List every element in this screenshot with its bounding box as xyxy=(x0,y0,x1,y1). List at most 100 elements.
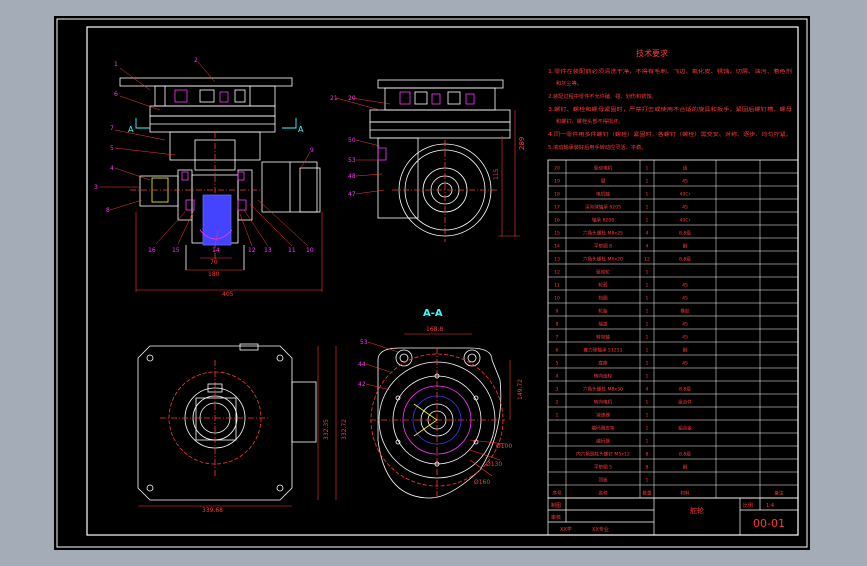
bom-cell-name: 轮胎 xyxy=(598,307,608,314)
balloon-sec-42: 42 xyxy=(358,381,366,388)
bom-cell-name: 转向电机 xyxy=(594,398,613,405)
dim-180: 180 xyxy=(208,271,220,278)
tech-req-line-1: 1.零件在装配前必须清洗干净，不得有毛刺、飞边、氧化皮、锈蚀、切屑、油污、着色剂 xyxy=(548,67,792,75)
bom-cell-name: 深沟球轴承 6205 xyxy=(585,203,621,210)
bom-cell-material: 钢 xyxy=(683,463,688,470)
top-view xyxy=(137,343,317,501)
dim-405: 405 xyxy=(222,291,234,298)
title-major: XX专业 xyxy=(592,526,609,533)
bom-cell-name: 推力球轴承 51211 xyxy=(583,346,622,353)
section-arrows xyxy=(135,118,297,129)
bom-cell-name: 转向轴 xyxy=(596,333,610,340)
bom-cell-qty: 1 xyxy=(646,334,649,340)
balloon-side-48: 48 xyxy=(348,173,356,180)
bom-cell-qty: 1 xyxy=(646,178,649,184)
side-dimensions xyxy=(498,110,520,237)
bom-cell-no: 9 xyxy=(556,308,559,314)
bom-cell-no: 1 xyxy=(556,412,559,418)
bom-cell-no: 7 xyxy=(556,334,559,340)
bom-cell-no: 2 xyxy=(556,399,559,405)
sheet-border-outer xyxy=(56,18,808,548)
bom-cell-qty: 1 xyxy=(646,269,649,275)
bom-cell-qty: 1 xyxy=(646,204,649,210)
bom-cell-material: 铝合金 xyxy=(678,424,692,431)
bom-cell-qty: 1 xyxy=(646,425,649,431)
tech-req-line-7: 5.滚动轴承装好后用手转动应灵活、平稳。 xyxy=(548,143,646,151)
bom-cell-name: 平垫圈 8 xyxy=(594,242,612,249)
bom-cell-no: 6 xyxy=(556,347,559,353)
section-title: A-A xyxy=(423,308,443,319)
bom-cell-qty: 1 xyxy=(646,399,649,405)
bom-cell-qty: 1 xyxy=(646,282,649,288)
bom-cell-material: 45 xyxy=(682,295,688,301)
balloon-front-1: 1 xyxy=(114,61,118,68)
dim-168: 168.8 xyxy=(426,326,443,333)
bom-cell-no: 8 xyxy=(556,321,559,327)
dim-phi100: Ø100 xyxy=(496,443,512,450)
tech-req-title: 技术要求 xyxy=(636,48,668,58)
bom-cell-name: 编码器支架 xyxy=(592,424,615,431)
bom-cell-name: 电机轴 xyxy=(596,190,610,197)
bom-cell-qty: 4 xyxy=(646,386,649,392)
bom-cell-material: 45 xyxy=(682,321,688,327)
bom-cell-no: 14 xyxy=(554,243,560,249)
bom-cell-material: 45 xyxy=(682,178,688,184)
bom-cell-material: 8.8级 xyxy=(679,450,691,457)
bom-cell-qty: 1 xyxy=(646,412,649,418)
balloon-front-4: 4 xyxy=(110,165,114,172)
bom-header-name: 名称 xyxy=(598,489,608,496)
bom-cell-no: 17 xyxy=(554,204,560,210)
top-dimensions xyxy=(138,346,337,507)
title-label-check: 审核 xyxy=(551,514,561,521)
bom-cell-qty: 1 xyxy=(646,217,649,223)
bom-header-material: 材料 xyxy=(680,489,690,496)
bom-header-no: 序号 xyxy=(552,489,562,496)
balloon-front-9: 9 xyxy=(310,147,314,154)
bom-cell-material: 40Cr xyxy=(680,217,691,223)
side-view xyxy=(369,79,511,242)
bom-cell-name: 六角头螺栓 M8x25 xyxy=(583,229,623,236)
bom-cell-name: 键 xyxy=(601,177,606,184)
bom-cell-no: 12 xyxy=(554,269,560,275)
balloon-front-8: 8 xyxy=(106,207,110,214)
bom-cell-name: 轴承 6206 xyxy=(592,216,614,223)
bom-cell-qty: 1 xyxy=(646,308,649,314)
bom-cell-qty: 1 xyxy=(646,360,649,366)
tech-req-lines: 1.零件在装配前必须清洗干净，不得有毛刺、飞边、氧化皮、锈蚀、切屑、油污、着色剂… xyxy=(548,67,792,151)
dim-332b: 332.35 xyxy=(323,419,330,440)
bom-cell-qty: 1 xyxy=(646,295,649,301)
bom-cell-no: 16 xyxy=(554,217,560,223)
balloon-front-10: 10 xyxy=(306,247,314,254)
bom-cell-name: 驱动电机 xyxy=(594,164,613,171)
bom-cell-no: 20 xyxy=(554,165,560,171)
title-drawing-name: 舵轮 xyxy=(690,506,704,515)
bom-cell-no: 13 xyxy=(554,256,560,262)
bom-cell-no: 15 xyxy=(554,230,560,236)
tech-req-line-4: 3.螺钉、螺栓和螺母紧固时，严禁打击或使用不合适的旋具和扳手，紧固后螺钉槽、螺母 xyxy=(548,105,792,113)
title-scale-value: 1:4 xyxy=(766,503,774,509)
bom-cell-qty: 12 xyxy=(644,256,650,262)
title-school: XX学 xyxy=(560,526,572,533)
balloon-front-15: 15 xyxy=(172,247,180,254)
bom-header-note: 备注 xyxy=(774,489,784,496)
bom-cell-no: 11 xyxy=(554,282,560,288)
front-dimensions xyxy=(135,212,323,292)
tech-req-line-3: 2.装配过程中零件不允许磕、碰、划伤和锈蚀。 xyxy=(548,92,657,100)
dim-149: 149.72 xyxy=(517,379,524,400)
bom-cell-qty: 8 xyxy=(646,464,649,470)
balloon-side-47: 47 xyxy=(348,191,356,198)
bom-cell-qty: 1 xyxy=(646,321,649,327)
section-mark-right: A xyxy=(298,125,304,134)
bom-cell-name: 平垫圈 5 xyxy=(594,463,612,470)
bom-cell-material: 8.8级 xyxy=(679,385,691,392)
bom-cell-qty: 4 xyxy=(646,243,649,249)
balloon-front-3: 3 xyxy=(94,184,98,191)
bom-cell-no: 5 xyxy=(556,360,559,366)
balloon-front-14: 14 xyxy=(212,247,220,254)
drawing-sheet xyxy=(54,16,810,550)
balloon-side-20: 20 xyxy=(348,95,356,102)
bom-cell-material: 组 xyxy=(683,164,688,171)
